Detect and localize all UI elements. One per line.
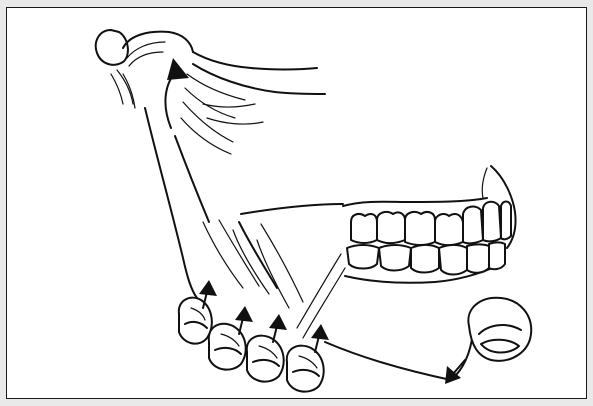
thumb-pad	[468, 298, 531, 361]
lower-teeth	[347, 243, 505, 275]
jaw-illustration	[7, 8, 588, 400]
condyle-arrow-icon	[165, 58, 189, 128]
muscle-strands	[181, 52, 325, 154]
upper-teeth	[351, 202, 511, 246]
arrow-up-icon	[311, 324, 329, 352]
finger-pad-3	[247, 336, 284, 382]
figure-frame	[6, 7, 587, 399]
arrow-down-icon	[445, 360, 465, 384]
finger-pad-4	[287, 346, 324, 392]
finger-pad-1	[179, 298, 212, 344]
